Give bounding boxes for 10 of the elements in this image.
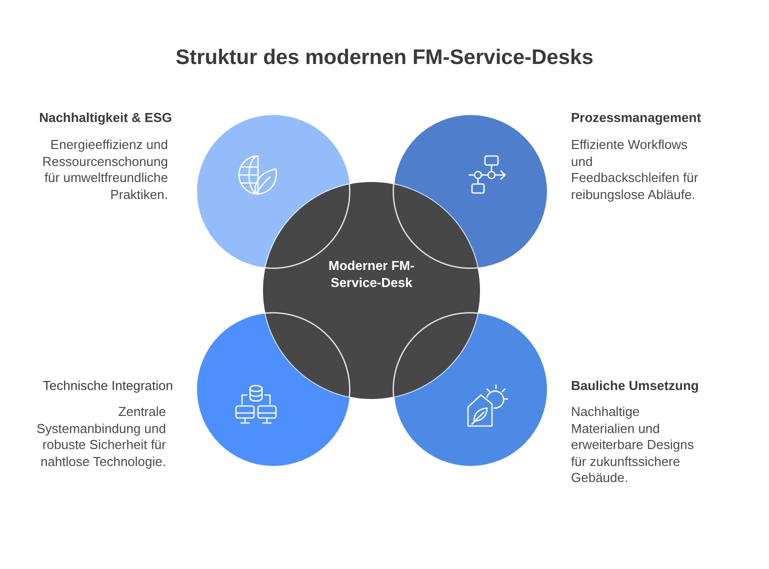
hub-label: Moderner FM-Service-Desk (328, 256, 416, 290)
diagram-title: Struktur des modernen FM-Service-Desks (174, 45, 594, 71)
topic-heading: Technische Integration (42, 378, 173, 394)
topic-description: Energieeffizienz und Ressourcenschonung für umweltfreundliche Praktiken. (41, 137, 168, 203)
topic-description: Effiziente Workflows und Feedbackschleifen für reibungslose Abläufe. (571, 137, 700, 203)
topic-heading: Nachhaltigkeit & ESG (38, 110, 172, 126)
topic-heading: Bauliche Umsetzung (571, 378, 700, 394)
topic-description: Nachhaltige Materialien und erweiterbare Designs für zukunftssichere Gebäude. (571, 404, 695, 486)
topic-heading: Prozessmanagement (571, 110, 702, 126)
topic-description: Zentrale Systemanbindung und robuste Sicherheit für nahtlose Technologie. (36, 404, 166, 470)
